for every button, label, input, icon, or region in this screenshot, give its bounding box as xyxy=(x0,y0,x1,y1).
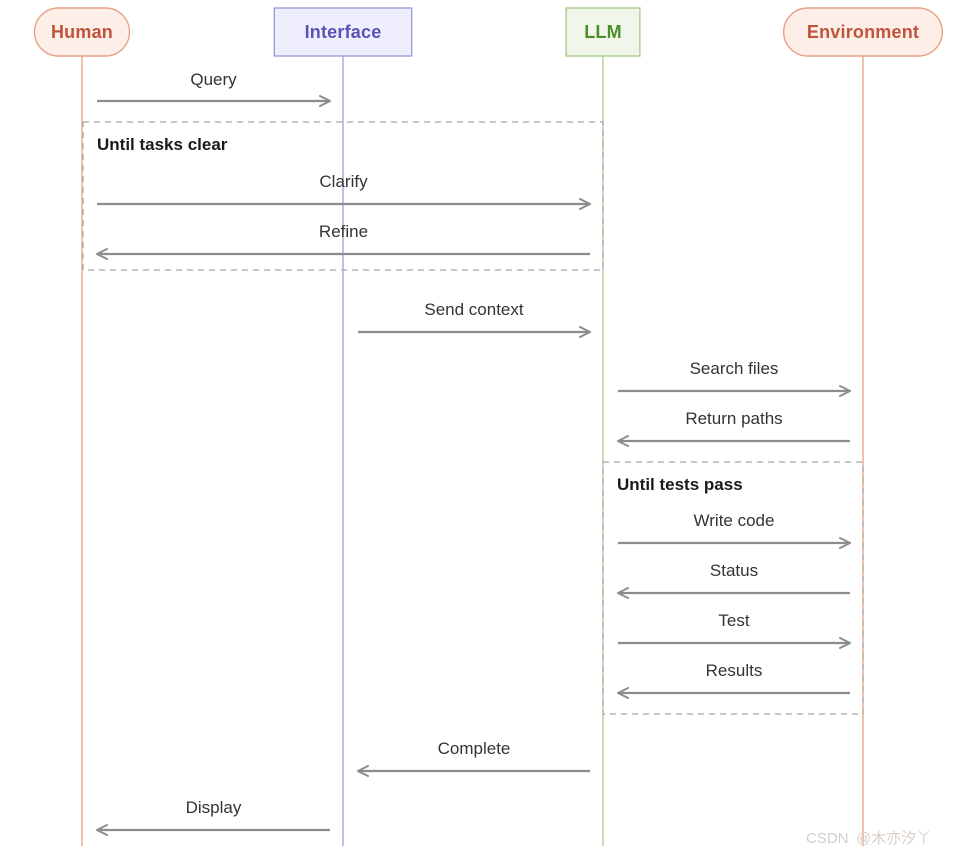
participant-box-interface[interactable] xyxy=(273,7,413,57)
participant-label-human: Human xyxy=(51,22,113,42)
watermark-csdn: CSDN xyxy=(806,830,849,847)
message-label-m12: Display xyxy=(186,798,242,817)
participant-label-interface: Interface xyxy=(305,22,382,42)
participant-boxes-group: Human Interface LLM Environment xyxy=(33,7,944,57)
participant-box-human[interactable] xyxy=(33,7,131,57)
participant-box-environment[interactable] xyxy=(783,7,944,57)
participant-label-llm: LLM xyxy=(584,22,622,42)
watermark-handle: @木亦汐丫 xyxy=(856,830,931,847)
lifelines-group xyxy=(81,56,864,846)
message-label-m8: Status xyxy=(710,561,758,580)
participant-label-environment: Environment xyxy=(807,22,919,42)
message-label-m6: Return paths xyxy=(685,409,782,428)
message-label-m3: Refine xyxy=(319,222,368,241)
loop-box-loop-tests xyxy=(602,461,864,715)
message-label-m11: Complete xyxy=(438,739,511,758)
message-label-m4: Send context xyxy=(424,300,524,319)
loop-box-loop-tasks xyxy=(82,121,604,271)
message-label-m2: Clarify xyxy=(319,172,368,191)
loop-title-loop-tasks: Until tasks clear xyxy=(97,135,228,154)
message-label-m10: Results xyxy=(706,661,763,680)
participant-box-llm[interactable] xyxy=(565,7,641,57)
message-label-m5: Search files xyxy=(690,359,779,378)
message-label-m7: Write code xyxy=(694,511,775,530)
message-label-m9: Test xyxy=(718,611,749,630)
loop-title-loop-tests: Until tests pass xyxy=(617,475,743,494)
message-label-m1: Query xyxy=(190,70,237,89)
